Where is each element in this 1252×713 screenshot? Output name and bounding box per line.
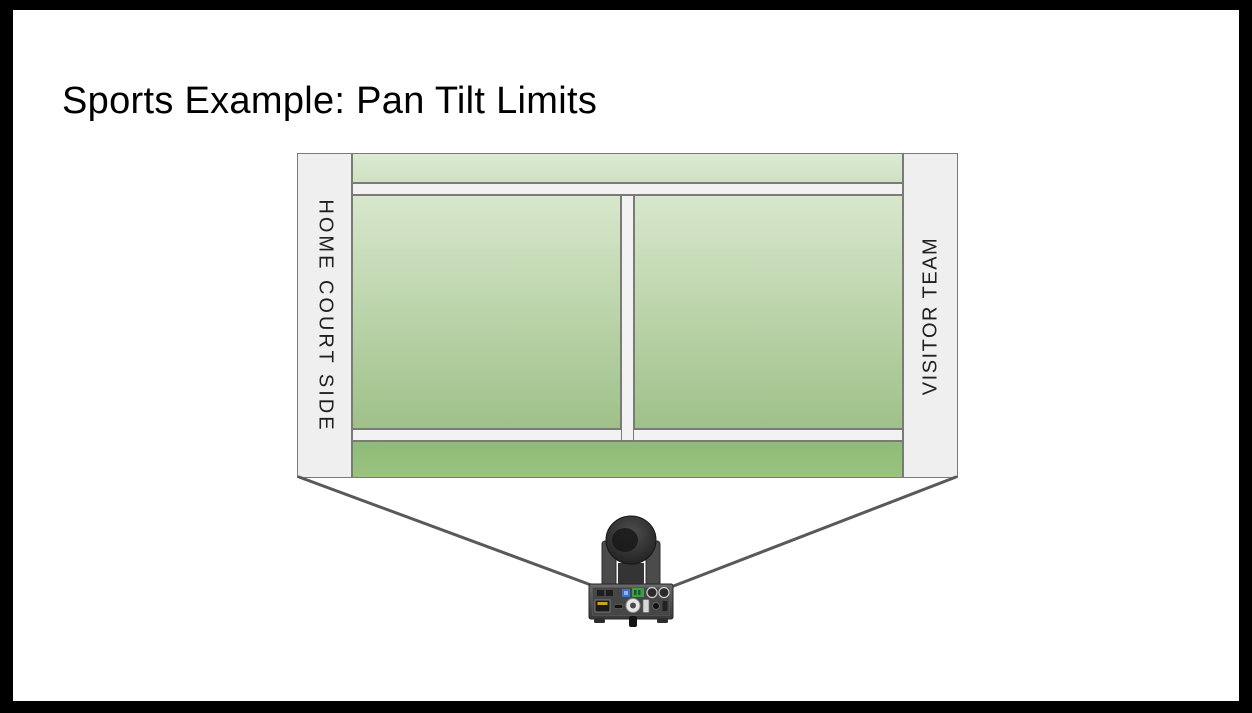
- camera-rear-ports: [594, 586, 670, 613]
- dip-switch-icon: [662, 601, 668, 611]
- camera-foot-left: [594, 619, 605, 623]
- camera-foot-right: [657, 619, 668, 623]
- visitor-team-band: VISITOR TEAM: [903, 153, 958, 478]
- court-top-boundary-bar: [352, 183, 903, 195]
- camera-lens-shadow: [612, 528, 638, 552]
- court-top-strip: [352, 153, 903, 183]
- ethernet-port-icon: [594, 599, 611, 613]
- visitor-team-label: VISITOR TEAM: [919, 236, 941, 395]
- camera-neck: [618, 563, 644, 587]
- phoenix-connector-icon: [632, 588, 644, 597]
- camera-yoke-right-arm: [645, 540, 661, 589]
- court-center-net-line: [621, 195, 634, 441]
- hdmi-port-icon: [642, 599, 650, 613]
- court-bottom-strip: [352, 441, 903, 478]
- camera-head: [605, 515, 657, 565]
- pan-limit-line-right: [656, 475, 958, 594]
- home-court-side-band: HOME COURT SIDE: [297, 153, 352, 478]
- usb-port-icon: [622, 589, 630, 597]
- court-home-half: [352, 195, 621, 429]
- audio-jack-icon: [652, 602, 660, 610]
- camera-rear-panel: [592, 587, 670, 616]
- camera-base: [588, 583, 674, 620]
- din-connector-icon: [658, 586, 670, 599]
- home-court-side-label: HOME COURT SIDE: [314, 198, 336, 433]
- court-diagram: HOME COURT SIDE VISITOR TEAM: [297, 153, 958, 478]
- micro-usb-port-icon: [613, 604, 624, 609]
- court-area: [352, 153, 903, 478]
- bnc-connector-icon: [625, 598, 641, 613]
- pan-limit-line-left: [297, 475, 612, 594]
- ptz-camera-rear-icon: [588, 515, 674, 627]
- court-visitor-half: [634, 195, 903, 429]
- bnc-stem: [629, 616, 637, 627]
- din-connector-icon: [646, 586, 658, 599]
- slide-title: Sports Example: Pan Tilt Limits: [62, 80, 598, 122]
- camera-yoke-left-arm: [601, 540, 617, 589]
